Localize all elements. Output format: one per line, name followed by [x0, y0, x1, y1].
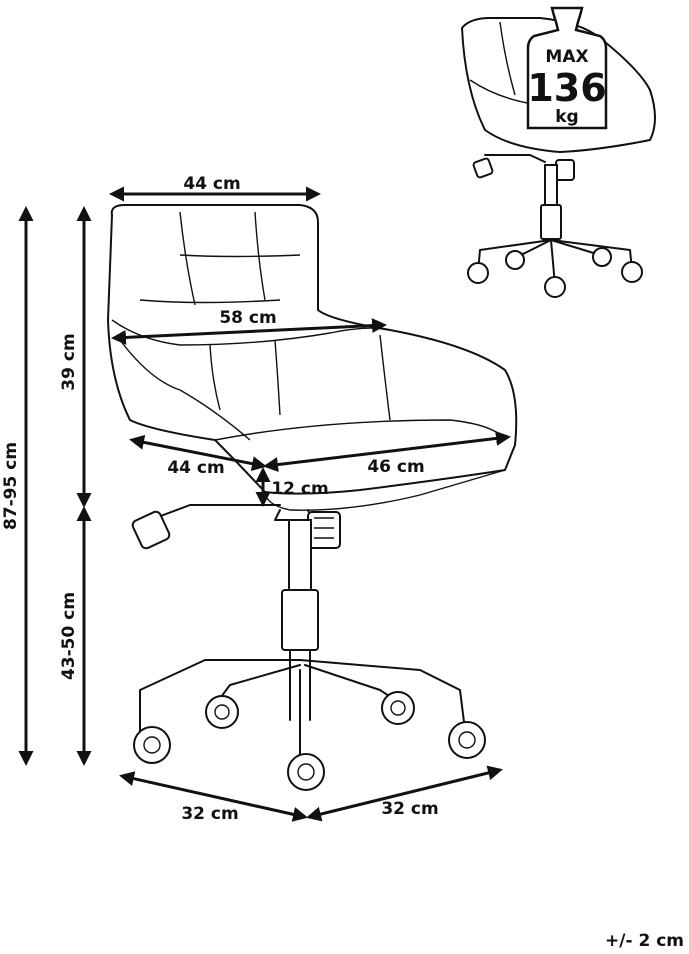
caster [287, 753, 325, 791]
label-arm-width: 58 cm [219, 308, 276, 328]
label-seat-height: 43-50 cm [59, 592, 79, 680]
caster [133, 726, 171, 764]
dim-arrow-seat-depth [129, 434, 267, 472]
dim-arrow-base-left [119, 771, 308, 822]
caster [381, 691, 415, 725]
label-seat-width: 46 cm [367, 457, 424, 477]
label-backrest-height: 39 cm [59, 333, 79, 390]
dim-arrow-base-right [306, 765, 503, 822]
weight-unit: kg [555, 107, 578, 127]
dim-arrow-arm-width [111, 318, 387, 345]
label-top-width: 44 cm [183, 174, 240, 194]
weight-prefix: MAX [545, 47, 588, 67]
weight-badge: MAX 136 kg [526, 6, 608, 130]
label-seat-thickness: 12 cm [271, 479, 328, 499]
small-chair-drawing [461, 17, 656, 298]
label-total-height: 87-95 cm [1, 442, 21, 530]
weight-value: 136 [527, 66, 606, 110]
label-base-right: 32 cm [381, 799, 438, 819]
caster [205, 695, 239, 729]
tolerance-note: +/- 2 cm [605, 931, 684, 951]
label-base-left: 32 cm [181, 804, 238, 824]
caster [448, 721, 486, 759]
dim-arrow-seat-width [263, 430, 511, 473]
label-seat-depth: 44 cm [167, 458, 224, 478]
